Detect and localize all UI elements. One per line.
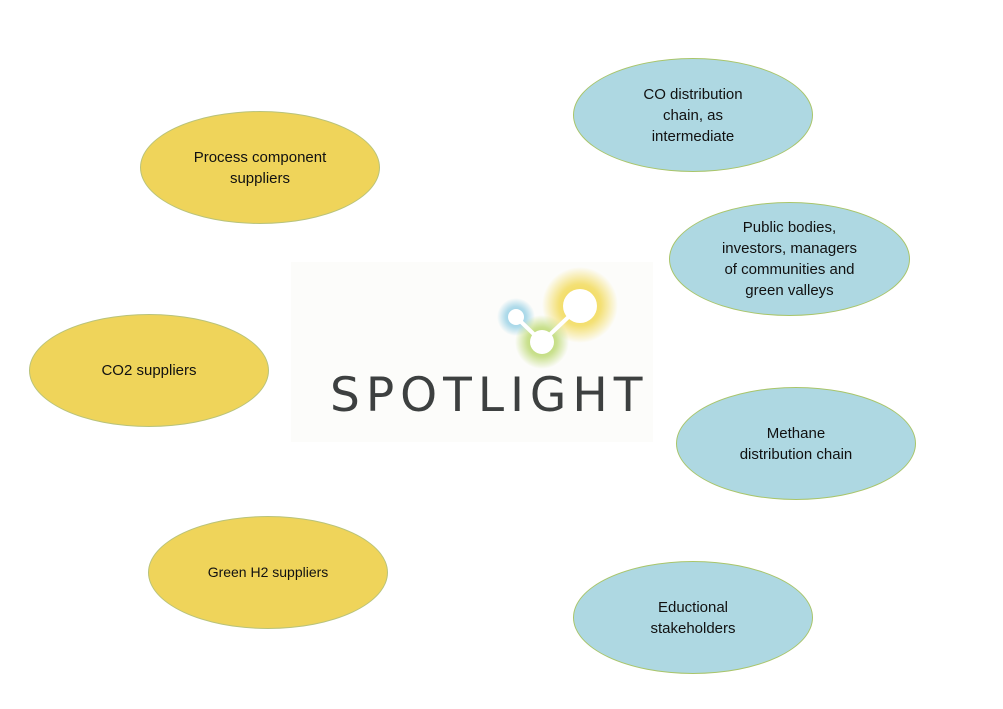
public-bodies-node: Public bodies, investors, managers of co… <box>669 202 910 316</box>
atom-large <box>563 289 597 323</box>
process-component-suppliers-node: Process component suppliers <box>140 111 380 224</box>
green-h2-suppliers-node: Green H2 suppliers <box>148 516 388 629</box>
co-distribution-chain-node: CO distribution chain, as intermediate <box>573 58 813 172</box>
methane-distribution-chain-node: Methane distribution chain <box>676 387 916 500</box>
node-label: Process component suppliers <box>193 148 327 187</box>
eductional-stakeholders-node: Eductional stakeholders <box>573 561 813 674</box>
atom-small <box>508 309 524 325</box>
node-label: CO distribution chain, as intermediate <box>643 85 743 145</box>
node-label: Green H2 suppliers <box>207 564 329 580</box>
node-label: Public bodies, investors, managers of co… <box>721 219 858 299</box>
atom-medium <box>530 330 554 354</box>
node-label: Eductional stakeholders <box>650 598 736 637</box>
node-label: Methane distribution chain <box>739 424 853 463</box>
co2-suppliers-node: CO2 suppliers <box>29 314 269 427</box>
node-label: CO2 suppliers <box>101 362 197 379</box>
spotlight-logo-text: SPOTLIGHT <box>330 368 649 423</box>
